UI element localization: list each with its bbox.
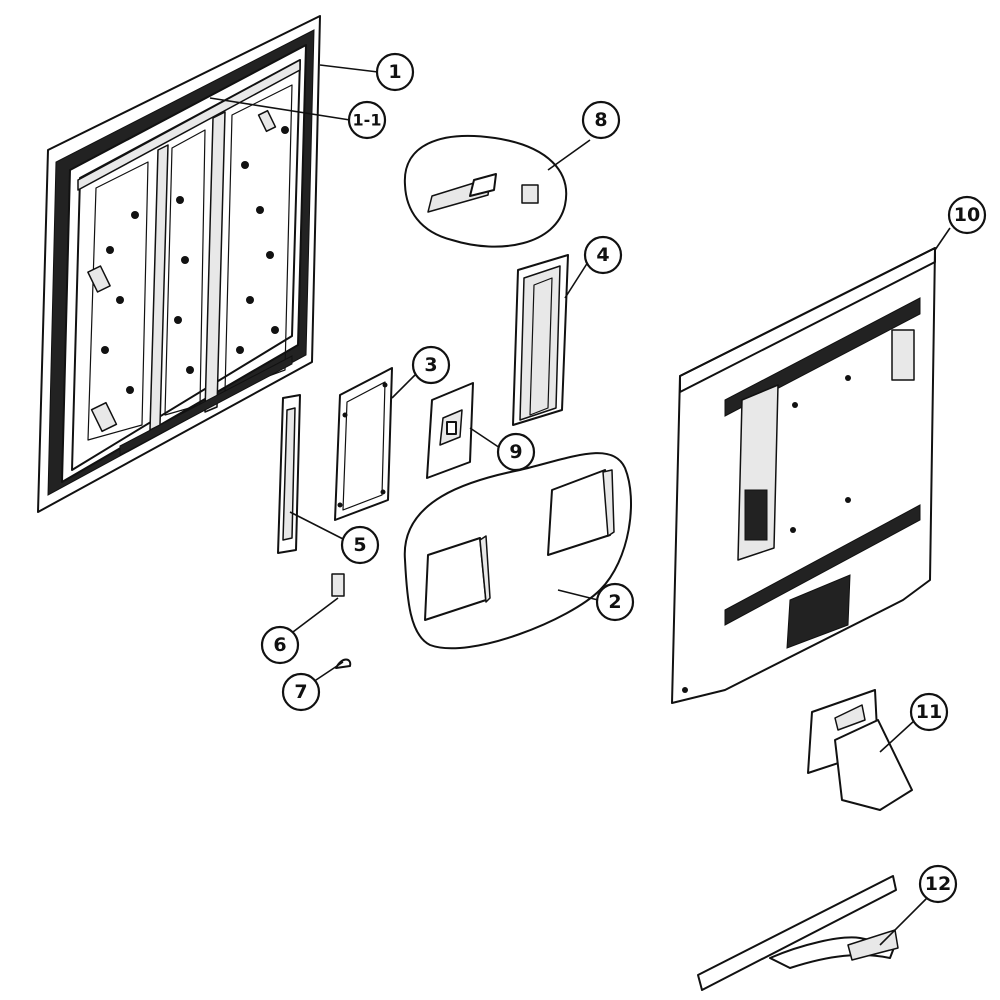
part-1-front-panel [37, 15, 321, 513]
part-8-bracket-set [403, 134, 568, 248]
svg-text:1-1: 1-1 [353, 111, 382, 130]
part-11-stand-neck [807, 689, 913, 811]
part-9-small-board [426, 382, 474, 479]
callout-4: 4 [583, 235, 623, 275]
callout-10: 10 [947, 195, 987, 235]
svg-text:1: 1 [388, 61, 401, 83]
callout-1: 1 [375, 52, 415, 92]
callout-2: 2 [595, 582, 635, 622]
svg-text:8: 8 [594, 109, 607, 131]
svg-text:5: 5 [353, 534, 366, 556]
svg-text:7: 7 [294, 681, 307, 703]
part-4-board [512, 254, 569, 426]
part-3-main-board [334, 367, 393, 521]
svg-text:6: 6 [273, 634, 286, 656]
callout-9: 9 [496, 432, 536, 472]
svg-text:9: 9 [509, 441, 522, 463]
callout-8: 8 [581, 100, 621, 140]
panel-screw-holes [101, 126, 289, 394]
svg-text:12: 12 [925, 873, 951, 895]
callout-5: 5 [340, 525, 380, 565]
leader-lines [209, 64, 951, 946]
part-2-speakers [403, 452, 632, 650]
svg-text:11: 11 [916, 701, 942, 723]
callout-7: 7 [281, 672, 321, 712]
part-10-back-cover [671, 247, 936, 704]
part-6-connector [331, 573, 345, 597]
svg-text:10: 10 [954, 204, 980, 226]
callout-1-1: 1-1 [347, 100, 387, 140]
part-7-clip [335, 658, 352, 669]
callout-12: 12 [918, 864, 958, 904]
part-5-vertical-bracket [277, 394, 301, 554]
svg-text:4: 4 [596, 244, 609, 266]
callout-11: 11 [909, 692, 949, 732]
part-12-stand-base [697, 875, 899, 991]
svg-text:3: 3 [424, 354, 437, 376]
callout-6: 6 [260, 625, 300, 665]
callout-3: 3 [411, 345, 451, 385]
svg-text:2: 2 [608, 591, 621, 613]
